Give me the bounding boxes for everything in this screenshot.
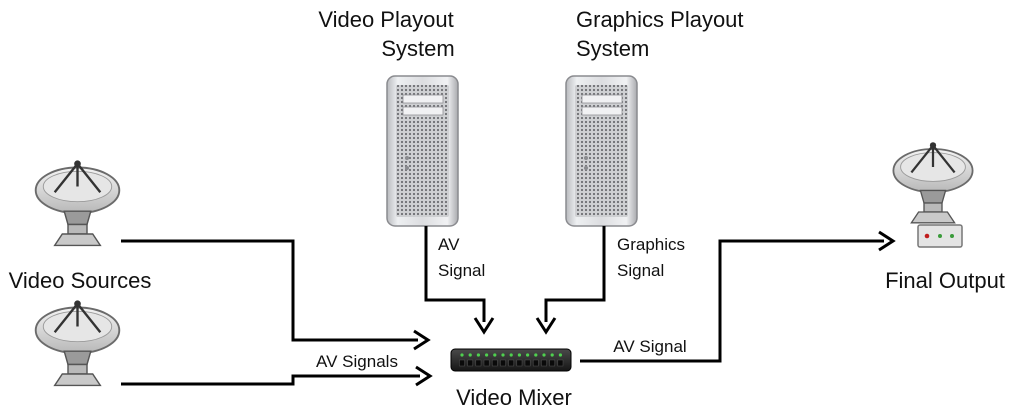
mixer-port xyxy=(541,359,547,367)
wire-mixer-to-output xyxy=(580,239,884,363)
graphics-playout-tower xyxy=(565,75,638,227)
video-source-dish-bottom xyxy=(34,299,121,387)
av-signals-sources-label: AV Signals xyxy=(316,352,398,371)
mixer-port xyxy=(459,359,465,367)
wire-graphics-playout-to-mixer xyxy=(544,226,606,322)
video-playout-tower xyxy=(386,75,459,227)
mixer-port xyxy=(475,359,482,367)
wire-source-top-to-mixer xyxy=(121,239,418,342)
mixer-port xyxy=(500,359,506,367)
mixer-led xyxy=(485,353,489,357)
graphics-playout-label-line1: Graphics Playout xyxy=(576,7,744,32)
video-playout-label-line2: System xyxy=(381,36,454,61)
av-signal-output-label: AV Signal xyxy=(613,337,686,356)
arrowhead-graphics-playout xyxy=(535,317,557,335)
mixer-led xyxy=(493,353,497,357)
graphics-signal-label-line2: Signal xyxy=(617,261,664,280)
mixer-port xyxy=(491,359,498,367)
mixer-port xyxy=(532,359,539,367)
arrowhead-output xyxy=(878,230,896,252)
arrowhead-source-top xyxy=(413,329,431,351)
computer-tower-icon xyxy=(386,75,459,227)
mixer-led xyxy=(517,353,522,357)
mixer-port xyxy=(549,359,556,367)
signal-wires xyxy=(121,226,896,387)
video-playout-label-line1: Video Playout xyxy=(318,7,453,32)
wire-video-playout-to-mixer xyxy=(424,226,486,322)
satellite-dish-icon xyxy=(34,299,121,387)
av-signal-playout-label-line2: Signal xyxy=(438,261,485,280)
mixer-led xyxy=(468,353,472,357)
satellite-output-icon xyxy=(892,141,974,224)
mixer-led xyxy=(509,353,513,357)
mixer-port xyxy=(557,359,564,367)
mixer-led xyxy=(460,353,464,357)
mixer-led xyxy=(526,353,530,357)
final-output-device xyxy=(892,141,974,248)
video-mixer-device xyxy=(450,348,572,372)
mixer-led xyxy=(534,353,538,357)
mixer-port xyxy=(524,359,531,367)
computer-tower-icon xyxy=(565,75,638,227)
graphics-playout-label-line2: System xyxy=(576,36,649,61)
mixer-led xyxy=(558,353,563,357)
mixer-port xyxy=(516,359,523,367)
video-mixer-icon xyxy=(450,348,572,372)
satellite-dish-icon xyxy=(34,159,121,247)
mixer-led xyxy=(501,353,505,357)
mixer-led xyxy=(542,353,546,357)
mixer-led xyxy=(550,353,554,357)
video-sources-label: Video Sources xyxy=(9,268,152,293)
av-signal-playout-label-line1: AV xyxy=(438,235,460,254)
final-output-label: Final Output xyxy=(885,268,1005,293)
mixer-led xyxy=(476,353,480,357)
arrowhead-video-playout xyxy=(473,317,495,335)
mixer-port xyxy=(508,359,515,367)
graphics-signal-label-line1: Graphics xyxy=(617,235,685,254)
mixer-port xyxy=(483,359,490,367)
video-source-dish-top xyxy=(34,159,121,247)
arrowhead-source-bottom xyxy=(415,365,433,387)
mixer-port xyxy=(467,359,474,367)
video-mixer-label: Video Mixer xyxy=(456,385,572,410)
wire-source-bottom-to-mixer xyxy=(121,374,420,386)
